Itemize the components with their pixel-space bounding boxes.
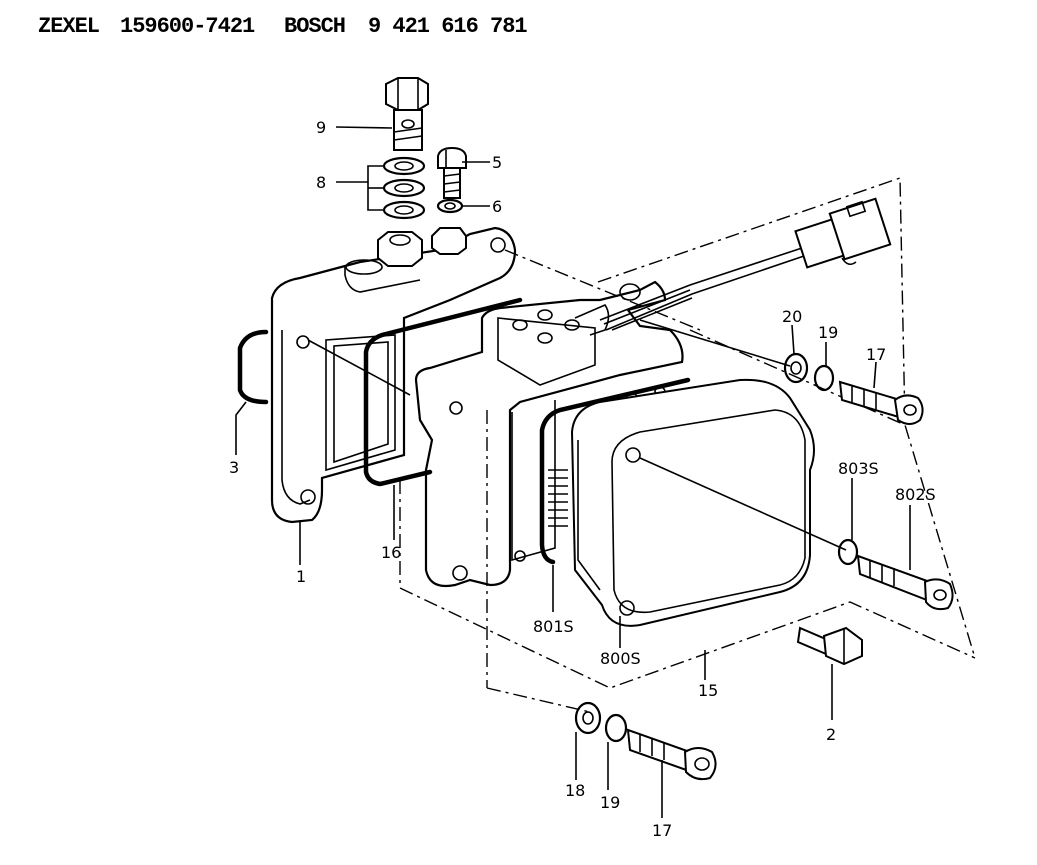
callout-3: 3 xyxy=(229,458,239,477)
callout-800s: 800S xyxy=(600,649,641,668)
callout-5: 5 xyxy=(492,153,502,172)
gasket-16 xyxy=(363,297,523,487)
leader-lines xyxy=(235,126,911,818)
bolt-802s xyxy=(856,554,954,611)
screw-5 xyxy=(437,146,467,199)
callout-6: 6 xyxy=(492,197,502,216)
banjo-bolt-9 xyxy=(385,77,429,151)
lockwasher-19-upper xyxy=(813,364,835,392)
diagram-header: ZEXEL 159600-7421 BOSCH 9 421 616 781 xyxy=(38,14,528,48)
gasket-801s xyxy=(539,377,691,565)
callout-19-upper: 19 xyxy=(818,323,838,342)
callout-2: 2 xyxy=(826,725,836,744)
callout-17-lower: 17 xyxy=(652,821,672,840)
nut-6 xyxy=(431,227,467,255)
callout-8: 8 xyxy=(316,173,326,192)
callout-803s: 803S xyxy=(838,459,879,478)
callout-19-lower: 19 xyxy=(600,793,620,812)
fitting-nut xyxy=(377,231,423,267)
gasket-3 xyxy=(237,329,269,405)
callout-18: 18 xyxy=(565,781,585,800)
brand-zexel: ZEXEL xyxy=(38,14,100,39)
brand-bosch: BOSCH xyxy=(284,14,346,39)
cable-connector xyxy=(574,197,892,336)
bolt-axis-upper xyxy=(639,319,791,367)
washer-20 xyxy=(783,352,809,384)
plug-screw-2 xyxy=(796,626,863,666)
washers-8 xyxy=(382,156,426,220)
callout-20: 20 xyxy=(782,307,802,326)
housing-body xyxy=(270,226,517,524)
callout-15: 15 xyxy=(698,681,718,700)
washer-18 xyxy=(574,701,602,735)
callout-1: 1 xyxy=(296,567,306,586)
callout-802s: 802S xyxy=(895,485,936,504)
bolt-17-upper xyxy=(838,380,924,425)
cover-800s xyxy=(548,378,815,627)
callout-16: 16 xyxy=(381,543,401,562)
washer-803s xyxy=(837,538,859,566)
part-number-bosch: 9 421 616 781 xyxy=(368,14,528,39)
bolt-axis-lower xyxy=(307,339,411,396)
part-number-zexel: 159600-7421 xyxy=(120,14,255,39)
callout-17-upper: 17 xyxy=(866,345,886,364)
bolt-17-lower xyxy=(626,728,717,781)
intermediate-housing xyxy=(414,280,693,588)
callout-801s: 801S xyxy=(533,617,574,636)
callout-9: 9 xyxy=(316,118,326,137)
bolt-axis-middle xyxy=(639,457,847,551)
washer-6 xyxy=(436,198,464,214)
lockwasher-19-lower xyxy=(604,713,628,743)
